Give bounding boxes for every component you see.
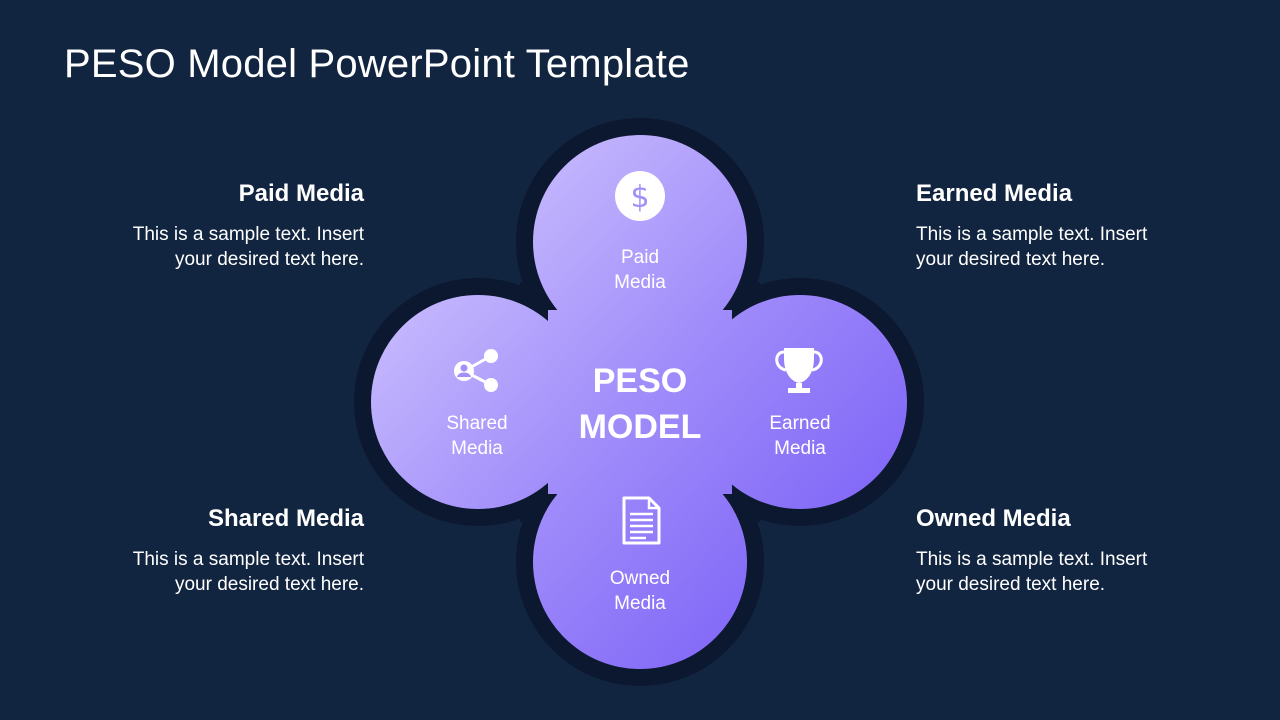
earned-media-description-line-1: This is a sample text. Insert	[916, 224, 1148, 245]
center-title-line-1: PESO	[593, 362, 687, 400]
shared-media-description-line-1: This is a sample text. Insert	[132, 549, 364, 570]
shared-media-description-line-2: your desired text here.	[174, 574, 364, 595]
paid-media-petal-label-line-2: Media	[614, 272, 666, 293]
dollar-icon: $	[615, 171, 665, 221]
owned-media-petal	[533, 455, 747, 669]
shared-media-description: This is a sample text. Insert your desir…	[64, 547, 364, 597]
earned-media-petal-label-line-2: Media	[774, 438, 826, 459]
share-icon	[454, 349, 498, 392]
earned-media-petal	[693, 295, 907, 509]
trophy-icon	[775, 348, 823, 393]
center-title-line-2: MODEL	[579, 408, 702, 446]
document-icon	[622, 496, 661, 545]
diagram-petals	[371, 135, 907, 669]
earned-media-heading: Earned Media	[916, 180, 1073, 207]
paid-media-description: This is a sample text. Insert your desir…	[64, 222, 364, 272]
owned-media-petal-label-line-1: Owned	[610, 568, 670, 589]
owned-media-description: This is a sample text. Insert your desir…	[916, 547, 1216, 597]
earned-media-block: Earned Media This is a sample text. Inse…	[916, 180, 1216, 272]
shared-media-petal-label-line-1: Shared	[446, 413, 507, 434]
shared-media-petal-label-line-2: Media	[451, 438, 503, 459]
owned-media-block: Owned Media This is a sample text. Inser…	[916, 505, 1216, 597]
slide-title: PESO Model PowerPoint Template	[64, 42, 690, 86]
paid-media-petal-label-line-1: Paid	[621, 247, 659, 268]
svg-text:$: $	[630, 180, 649, 215]
paid-media-description-line-1: This is a sample text. Insert	[132, 224, 364, 245]
shared-media-heading: Shared Media	[207, 505, 364, 532]
owned-media-description-line-2: your desired text here.	[916, 574, 1106, 595]
shared-media-petal	[371, 295, 585, 509]
earned-media-description: This is a sample text. Insert your desir…	[916, 222, 1216, 272]
paid-media-petal	[533, 135, 747, 349]
owned-media-petal-label-line-2: Media	[614, 593, 666, 614]
owned-media-description-line-1: This is a sample text. Insert	[916, 549, 1148, 570]
paid-media-block: Paid Media This is a sample text. Insert…	[64, 180, 364, 272]
paid-media-description-line-2: your desired text here.	[174, 249, 364, 270]
earned-media-petal-label-line-1: Earned	[769, 413, 830, 434]
shared-media-block: Shared Media This is a sample text. Inse…	[64, 505, 364, 597]
earned-media-description-line-2: your desired text here.	[916, 249, 1106, 270]
owned-media-heading: Owned Media	[916, 505, 1071, 532]
paid-media-heading: Paid Media	[238, 180, 364, 207]
center-hub	[548, 310, 732, 494]
